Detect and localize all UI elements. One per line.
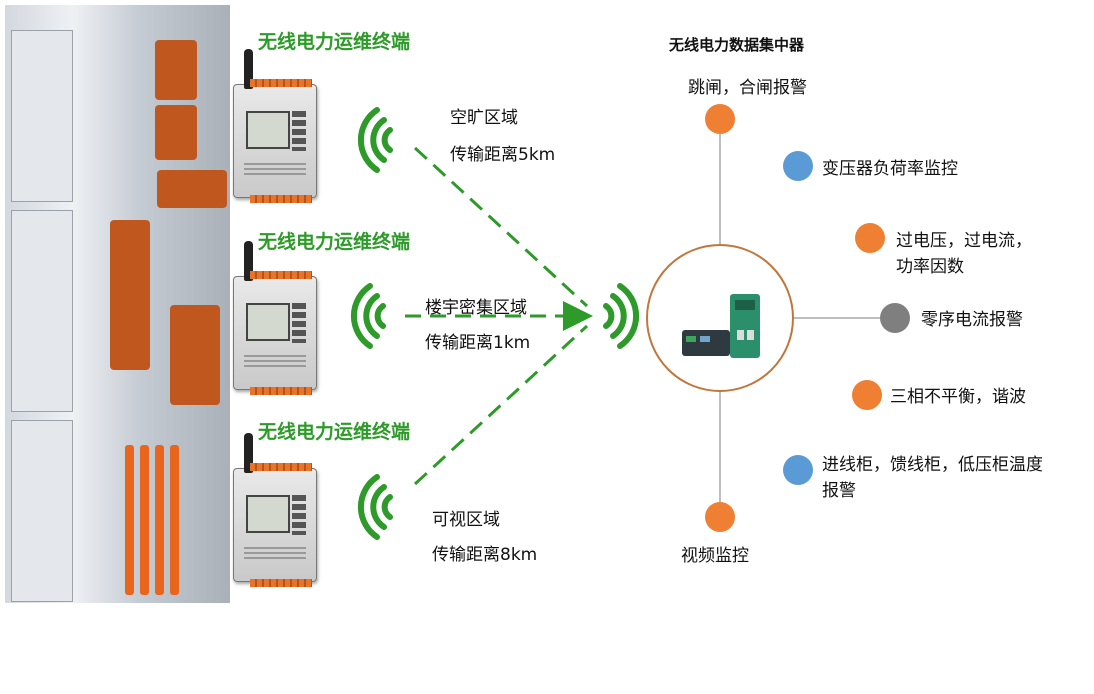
feature-label-three-phase: 三相不平衡，谐波 [890,387,1026,407]
breaker-body [170,305,220,405]
concentrator-device [682,294,760,358]
switchgear-cabinet-image [5,5,230,603]
cabinet-control-panel [11,30,73,202]
antenna-icon [244,433,253,473]
terminal-device-1 [233,49,317,203]
feature-dot [880,303,910,333]
busbar [155,40,197,100]
wifi-icon [603,283,640,349]
feature-dot [705,104,735,134]
wifi-icon [357,474,393,540]
hub-title: 无线电力数据集中器 [669,36,805,54]
feature-dot [783,151,813,181]
feature-label-trip-alarm: 跳闸，合闸报警 [688,78,807,98]
cable [140,445,149,595]
zone-distance-3: 传输距离8km [432,545,538,565]
cabinet-lower-panel [11,420,73,602]
lcd-screen [246,303,290,341]
cable [155,445,164,595]
zone-area-2: 楼宇密集区域 [425,298,527,318]
feature-dot [855,223,885,253]
terminal-title-2: 无线电力运维终端 [258,231,411,253]
breaker-body [110,220,150,370]
feature-label-overvoltage: 过电压，过电流，功率因数 [896,231,1032,277]
zone-distance-1: 传输距离5km [450,145,556,165]
zone-distance-2: 传输距离1km [425,333,531,353]
cabinet-mid-panel [11,210,73,412]
feature-label-zero-sequence: 零序电流报警 [921,310,1023,330]
wifi-icon [357,107,393,173]
terminal-title-3: 无线电力运维终端 [258,421,411,443]
link-line-3 [413,324,589,486]
feature-dot [783,455,813,485]
feature-label-cabinet-temperature: 进线柜，馈线柜，低压柜温度报警 [822,455,1043,501]
busbar [155,105,197,160]
link-line-1 [413,146,589,308]
terminal-device-3 [233,433,317,587]
hub-circle [646,244,794,392]
terminal-device-2 [233,241,317,395]
wifi-icon [350,283,386,349]
lcd-screen [246,495,290,533]
feature-label-transformer-load: 变压器负荷率监控 [822,159,958,179]
feature-label-video-monitoring: 视频监控 [681,546,749,566]
zone-area-3: 可视区域 [432,510,500,530]
zone-area-1: 空旷区域 [450,108,518,128]
lcd-screen [246,111,290,149]
feature-dot [852,380,882,410]
feature-dot [705,502,735,532]
cable [125,445,134,595]
terminal-title-1: 无线电力运维终端 [258,31,411,53]
antenna-icon [244,241,253,281]
cable [170,445,179,595]
busbar [157,170,227,208]
antenna-icon [244,49,253,89]
